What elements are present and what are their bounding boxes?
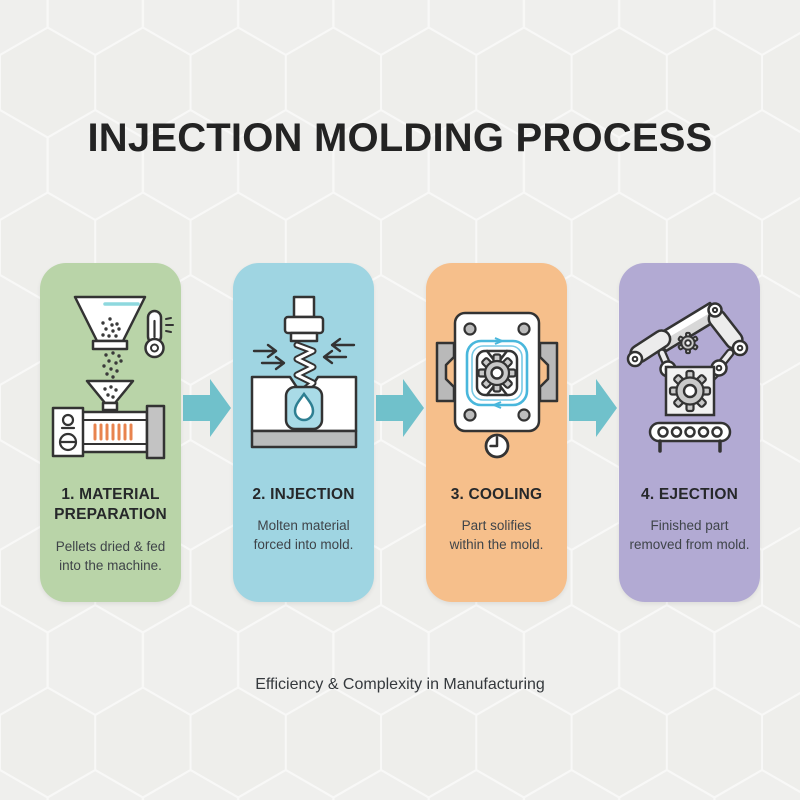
process-steps-row: 1. MATERIAL PREPARATION Pellets dried & …: [40, 263, 760, 602]
material-preparation-illustration: [46, 291, 176, 471]
clock-icon: [484, 433, 509, 459]
step-card-cooling: 3. COOLING Part solifies within the mold…: [426, 263, 567, 602]
small-gear-icon: [677, 331, 698, 355]
step-description: Molten material forced into mold.: [253, 518, 354, 553]
cooling-illustration: [432, 291, 562, 471]
clamp-icon-right: [538, 341, 558, 403]
corner-bolts: [462, 322, 531, 422]
step-description: Part solifies within the mold.: [449, 518, 544, 553]
injection-illustration: [239, 291, 369, 471]
step-card-ejection: 4. EJECTION Finished part removed from m…: [619, 263, 760, 602]
clamp-icon-left: [435, 341, 455, 403]
screw-plunger-icon: [283, 295, 324, 343]
step-description: Pellets dried & fed into the machine.: [55, 538, 166, 573]
footer-caption: Efficiency & Complexity in Manufacturing: [255, 676, 545, 693]
cooling-channel-loop: [465, 337, 528, 409]
mold-base: [250, 429, 357, 449]
flow-arrow-icon: [376, 379, 424, 437]
page-title: INJECTION MOLDING PROCESS: [87, 116, 713, 160]
thermometer-icon: [143, 309, 174, 359]
flow-arrow-icon: [183, 379, 231, 437]
molten-droplet-icon: [293, 391, 314, 422]
gear-part-icon: [668, 369, 711, 413]
screw-mold-icon: [250, 295, 357, 449]
step-card-material-preparation: 1. MATERIAL PREPARATION Pellets dried & …: [40, 263, 181, 602]
cooling-mold-icon: [435, 311, 558, 459]
flow-arrow-icon: [569, 379, 617, 437]
hopper-dryer-machine-icon: [51, 295, 174, 460]
step-title: 2. INJECTION: [252, 486, 355, 503]
step-card-injection: 2. INJECTION Molten material forced into…: [233, 263, 374, 602]
heater-stripes: [93, 423, 132, 441]
extruder-machine-icon: [51, 404, 165, 460]
conveyor-icon: [648, 421, 731, 453]
robot-arm-conveyor-icon: [626, 301, 748, 453]
step-title: 4. EJECTION: [641, 486, 738, 503]
hopper-icon: [73, 295, 146, 351]
feed-funnel-icon: [85, 379, 134, 412]
ejection-illustration: [625, 291, 755, 471]
step-description: Finished part removed from mold.: [629, 518, 750, 553]
step-title: 1. MATERIAL PREPARATION: [54, 486, 167, 524]
step-title: 3. COOLING: [450, 486, 543, 503]
gear-part-icon: [476, 353, 517, 393]
pellets: [100, 317, 123, 399]
